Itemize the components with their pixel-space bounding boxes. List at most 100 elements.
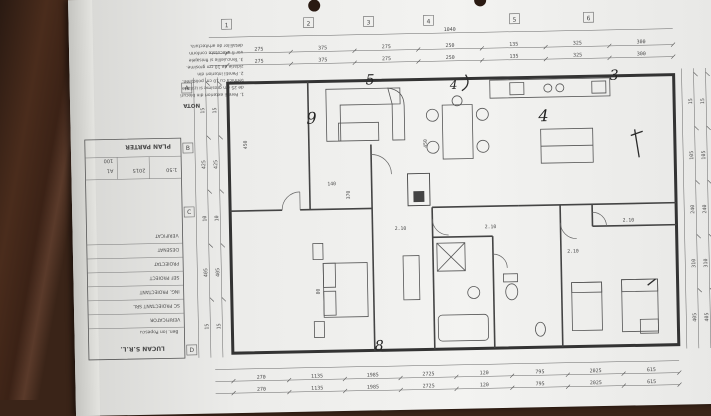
dimension-bottom-outer: 270 xyxy=(257,387,266,393)
sofa xyxy=(326,88,405,141)
dimension-bottom-outer: 120 xyxy=(480,382,489,388)
note-line: vor fi executate conform xyxy=(189,49,243,56)
handwritten-room-number: 9 xyxy=(306,109,317,128)
note-line: zidarie de 10 cm grosime. xyxy=(186,63,243,70)
interior-walls xyxy=(228,75,679,354)
dimension-left: 425 xyxy=(201,160,207,169)
dimension-right: 310 xyxy=(691,259,697,268)
punch-hole-right xyxy=(474,0,486,6)
title-block-date: 2015 xyxy=(133,167,146,173)
bedroom-beds xyxy=(572,279,659,335)
axis-label-top: 1 xyxy=(225,22,229,29)
dimension-bottom: 120 xyxy=(480,370,489,376)
dimension-bottom: 270 xyxy=(257,375,266,381)
dimension-top: 275 xyxy=(254,47,263,53)
bathroom-fixtures xyxy=(437,241,546,341)
dimension-top: 300 xyxy=(637,39,646,45)
axis-label-top: 2 xyxy=(307,21,311,28)
handwritten-room-number: 8 xyxy=(375,338,384,354)
dimension-left-inner: 425 xyxy=(213,160,219,169)
dimension-interior: 140 xyxy=(327,181,336,187)
notes-block: NOTA 1. Peretii exteriori din blocuri de… xyxy=(179,42,244,108)
dimension-right-outer: 240 xyxy=(702,204,708,213)
dimension-bottom: 615 xyxy=(647,367,656,373)
axis-label-top: 6 xyxy=(587,15,591,22)
dimension-left: 15 xyxy=(204,324,210,330)
dimension-bottom: 1135 xyxy=(311,373,323,379)
title-block-project-no: 100 xyxy=(104,157,114,163)
dimension-right-outer: 15 xyxy=(700,98,706,104)
dimension-left: 10 xyxy=(202,216,208,222)
dimension-bottom-outer: 2725 xyxy=(423,383,435,389)
note-line: detaliilor de arhitectura. xyxy=(190,42,243,49)
dimension-right: 240 xyxy=(690,205,696,214)
dimension-right-outer: 310 xyxy=(703,258,709,267)
kitchen-counter xyxy=(490,78,612,164)
handwritten-arrow-mark: 4 xyxy=(449,78,458,92)
dimension-bottom-outer: 1985 xyxy=(367,384,379,390)
dimension-right: 105 xyxy=(689,151,695,160)
title-block-row: VERIFICAT xyxy=(155,232,179,238)
dimension-right-outer: 105 xyxy=(701,151,707,160)
dimension-top-total: 1040 xyxy=(444,27,456,33)
dimension-right: 405 xyxy=(692,313,698,322)
note-line: 2. Peretii interiori din xyxy=(197,70,243,77)
dimension-bottom-outer: 615 xyxy=(647,379,656,385)
dimension-bottom-outer: 1135 xyxy=(311,385,323,391)
title-block-company: LUCAN S.R.L. xyxy=(120,344,164,352)
dimension-interior: 370 xyxy=(346,190,352,199)
dimension-left: 15 xyxy=(200,108,206,114)
title-block-row: VERIFICATOR xyxy=(149,316,180,323)
note-line: 3. Tencuielile si finisajele xyxy=(189,56,244,63)
dimension-interior: 2.10 xyxy=(567,248,579,254)
handwritten-marks xyxy=(462,71,656,289)
dimension-left: 405 xyxy=(203,268,209,277)
axis-label-left: B xyxy=(186,145,190,152)
title-block-row: SEF PROIECT xyxy=(149,274,179,281)
note-line: de 25 cm grosime si izolatie xyxy=(182,84,244,91)
title-block-scale: 1:50 xyxy=(166,166,177,172)
dimension-interior: 450 xyxy=(423,139,429,148)
dimension-bottom: 2025 xyxy=(590,368,602,374)
dimension-top: 135 xyxy=(509,42,518,48)
dimension-top: 375 xyxy=(318,45,327,51)
punch-hole-left xyxy=(308,0,320,12)
dimension-top-inner: 300 xyxy=(637,51,646,57)
dimension-top: 325 xyxy=(573,40,582,46)
dimension-right: 15 xyxy=(688,98,694,104)
dimension-left-inner: 405 xyxy=(215,268,221,277)
dimension-bottom: 795 xyxy=(535,369,544,375)
axis-label-top: 4 xyxy=(427,18,431,25)
dimension-interior: 2.10 xyxy=(395,226,407,232)
axis-label-left: D xyxy=(189,347,194,354)
dimension-interior: 2.10 xyxy=(485,224,497,230)
dimension-bottom-outer: 795 xyxy=(536,381,545,387)
note-line: 1. Peretii exteriori din blocuri xyxy=(180,91,244,98)
title-block-client: Ben. Ion Popescu xyxy=(140,328,179,335)
axis-label-left: C xyxy=(187,209,191,216)
title-block-row: DESENAT xyxy=(157,246,179,252)
notes-heading: NOTA xyxy=(182,102,200,108)
dimension-interior: 450 xyxy=(243,140,249,149)
dimension-bottom: 2725 xyxy=(422,371,434,377)
dimension-bottom-outer: 2025 xyxy=(590,380,602,386)
dimension-right-outer: 405 xyxy=(704,312,710,321)
dimension-top-inner: 325 xyxy=(573,52,582,58)
stove xyxy=(407,173,430,205)
axis-label-top: 3 xyxy=(367,19,371,26)
handwritten-room-number: 4 xyxy=(537,106,549,125)
dimension-left-inner: 15 xyxy=(212,107,218,113)
dimension-top-inner: 375 xyxy=(318,57,327,63)
dimension-top-inner: 250 xyxy=(446,55,455,61)
dimension-interior: 80 xyxy=(316,288,322,294)
title-block-row: PROIECTAT xyxy=(154,260,179,266)
handwritten-room-number: 3 xyxy=(609,68,618,84)
title-block-row: ING. PROIECTANT xyxy=(139,288,179,295)
dimension-left-inner: 10 xyxy=(214,215,220,221)
exterior-walls xyxy=(228,75,679,354)
master-bed xyxy=(313,242,421,338)
dimension-left-inner: 15 xyxy=(216,323,222,329)
